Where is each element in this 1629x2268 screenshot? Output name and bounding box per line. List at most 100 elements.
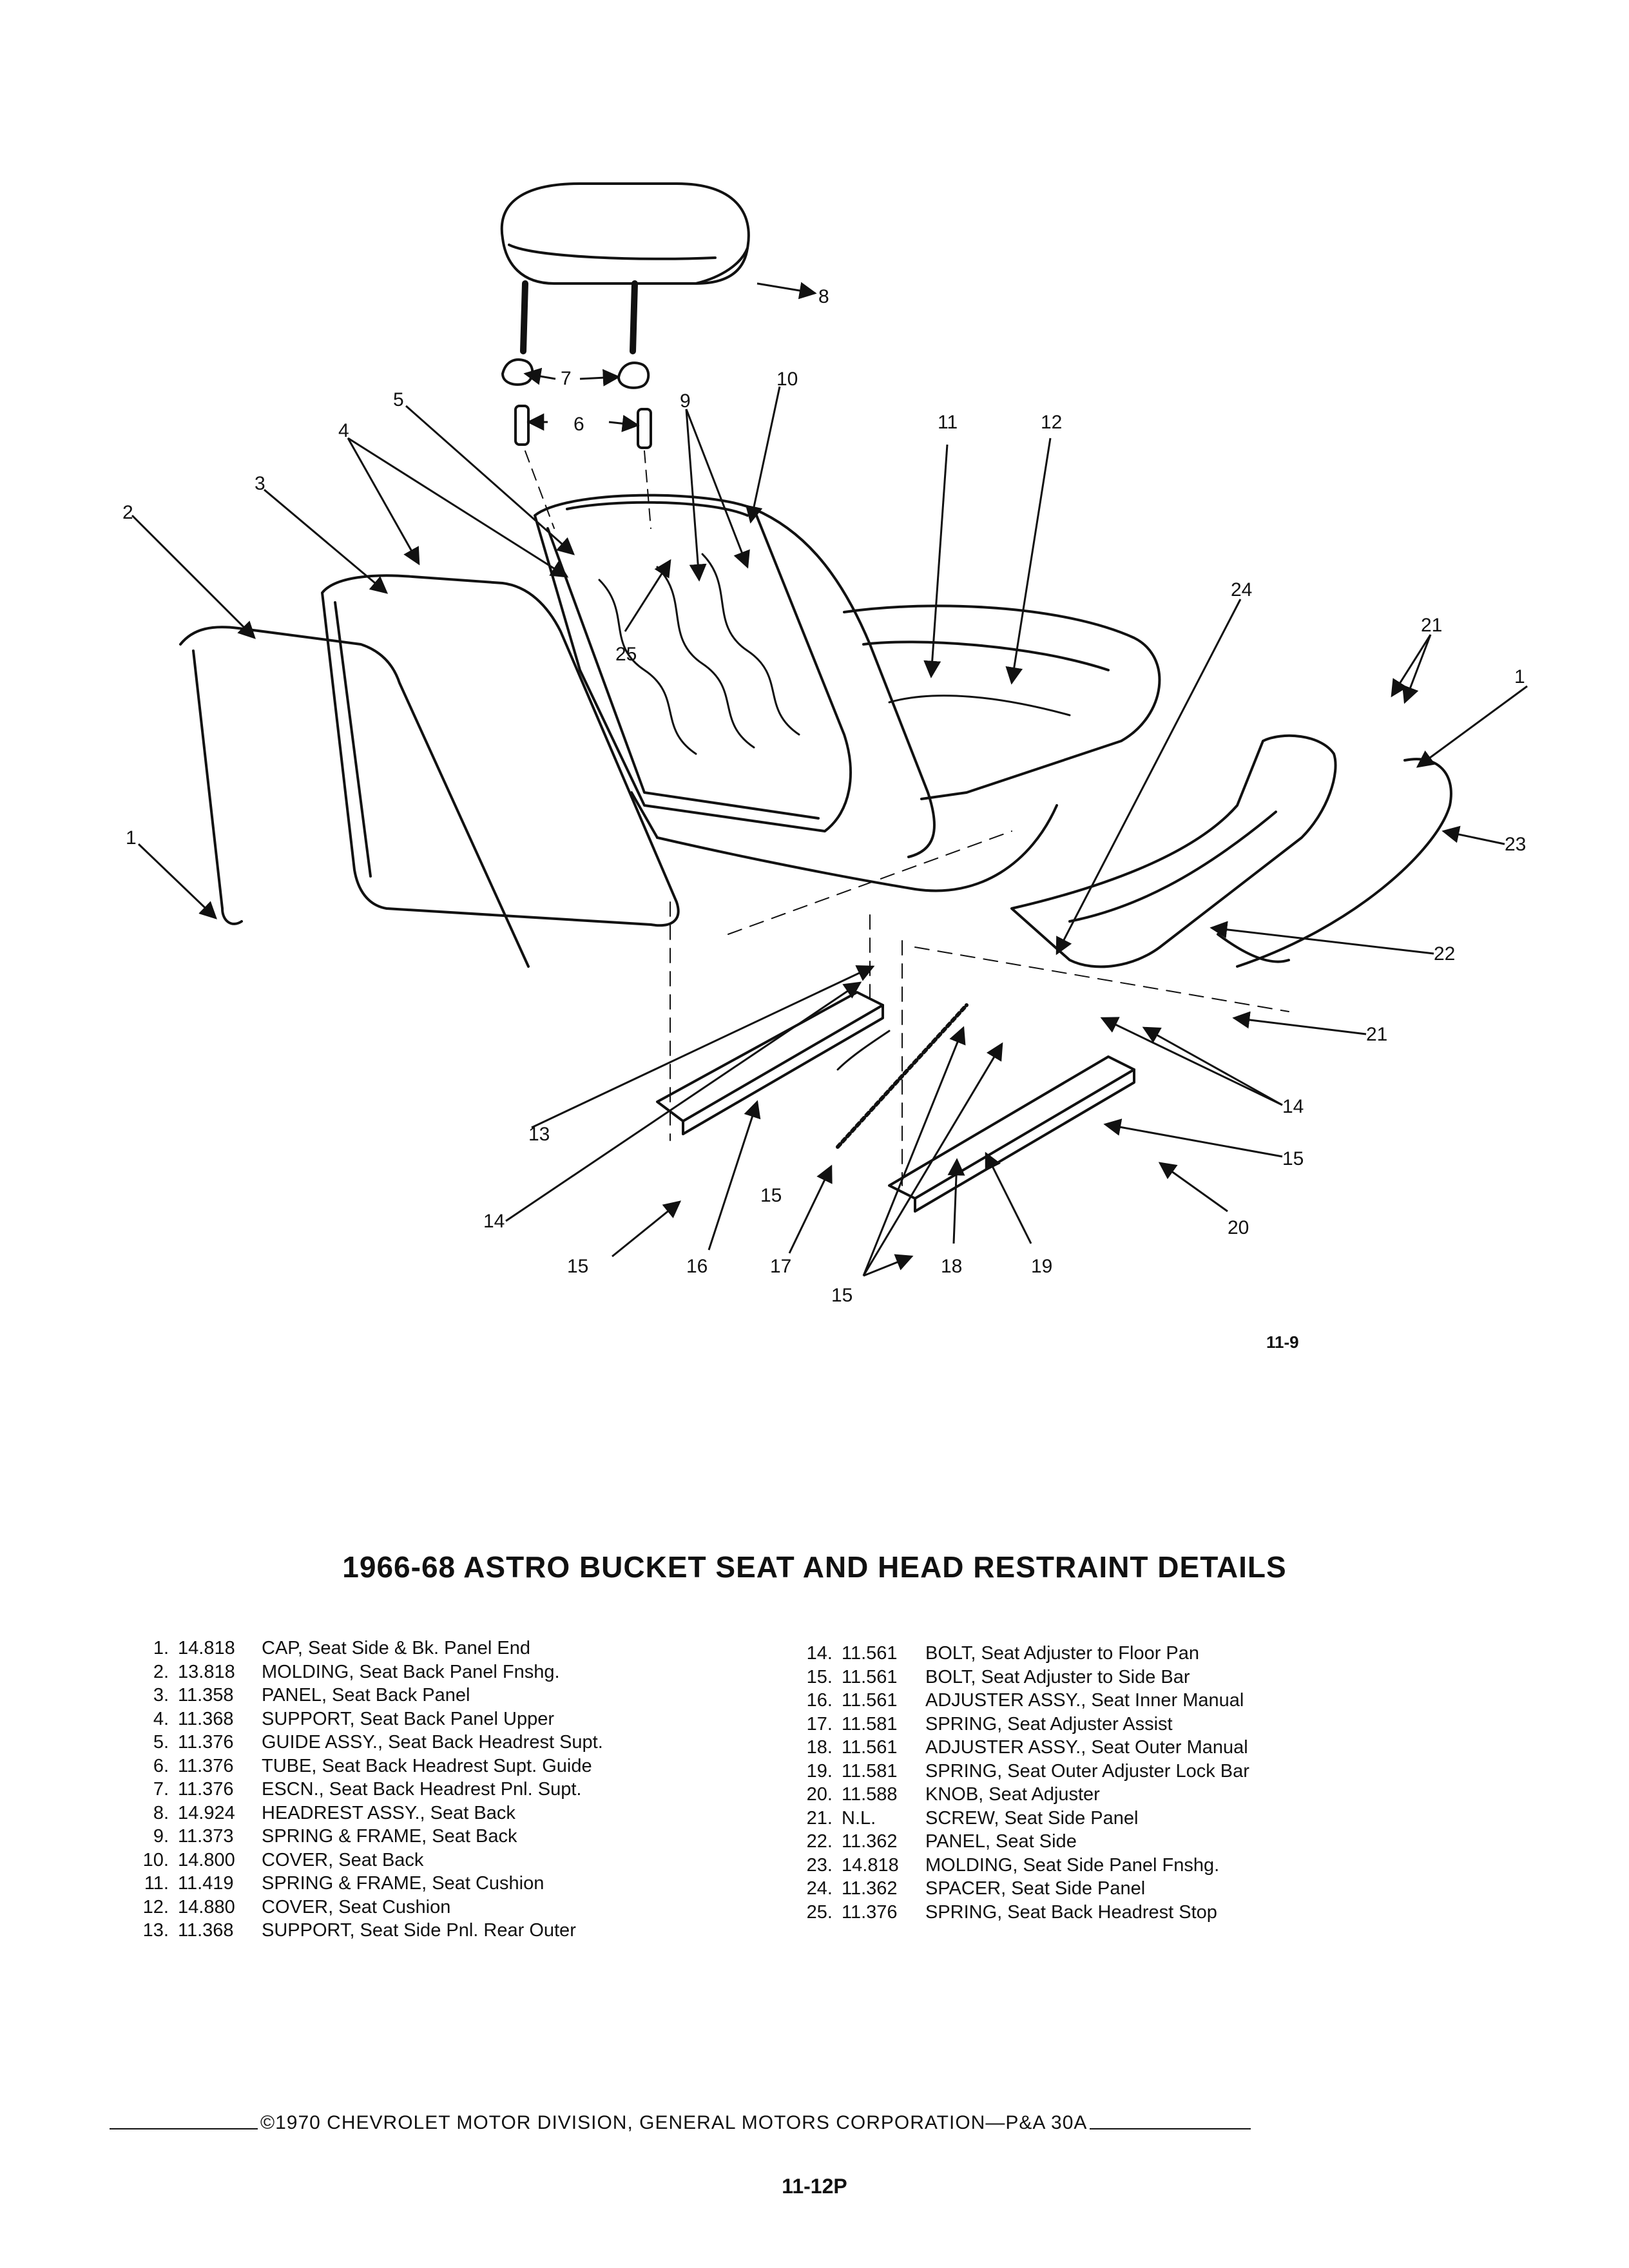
assembly-lines [670, 831, 1289, 1186]
part-description: COVER, Seat Back [262, 1849, 424, 1870]
part-description: SPRING, Seat Outer Adjuster Lock Bar [925, 1760, 1249, 1782]
part-code: 11.376 [178, 1779, 234, 1800]
item-number: 25. [806, 1901, 833, 1923]
side-panel-illustration [1010, 734, 1452, 968]
seat-back-illustration [534, 494, 936, 858]
page-number: 11-12P [782, 2175, 847, 2198]
item-number: 16. [806, 1690, 833, 1711]
item-number: 21. [806, 1807, 833, 1829]
leader-lines [131, 282, 1528, 1277]
item-number: 23. [806, 1854, 833, 1876]
item-number: 11. [144, 1873, 169, 1894]
item-number: 4. [153, 1708, 169, 1729]
part-code: 11.358 [178, 1685, 234, 1706]
part-description: SPACER, Seat Side Panel [925, 1878, 1146, 1899]
part-description: SUPPORT, Seat Back Panel Upper [262, 1708, 555, 1729]
parts-list-item: 15. 11.561 BOLT, Seat Adjuster to Side Bar [799, 1666, 1249, 1689]
callout-11: 11 [938, 412, 958, 433]
part-description: SUPPORT, Seat Side Pnl. Rear Outer [262, 1920, 576, 1941]
part-code: 11.376 [178, 1732, 234, 1753]
parts-list-item: 5. 11.376 GUIDE ASSY., Seat Back Headrest … [129, 1731, 603, 1754]
part-code: 11.362 [842, 1831, 898, 1852]
callout-15-bottom: 15 [831, 1285, 853, 1306]
part-code: 11.561 [842, 1666, 898, 1687]
callout-10: 10 [776, 369, 798, 390]
item-number: 8. [153, 1802, 169, 1823]
callout-20: 20 [1228, 1217, 1249, 1238]
part-description: BOLT, Seat Adjuster to Side Bar [925, 1666, 1190, 1687]
part-description: GUIDE ASSY., Seat Back Headrest Supt. [262, 1732, 603, 1753]
exploded-seat-diagram: 8 7 6 5 4 9 10 11 12 3 2 25 24 21 1 1 23… [122, 182, 1528, 1352]
part-code: 14.818 [842, 1854, 899, 1876]
callout-3: 3 [255, 473, 265, 494]
part-code: 14.818 [178, 1638, 235, 1658]
page-title: 1966-68 ASTRO BUCKET SEAT AND HEAD RESTR… [342, 1550, 1287, 1584]
callout-1-left: 1 [126, 827, 137, 849]
item-number: 9. [153, 1826, 169, 1847]
part-description: HEADREST ASSY., Seat Back [262, 1802, 516, 1823]
callout-4: 4 [338, 420, 349, 441]
callout-23: 23 [1505, 834, 1526, 855]
part-code: 14.924 [178, 1802, 235, 1823]
parts-list-item: 9. 11.373 SPRING & FRAME, Seat Back [129, 1825, 603, 1849]
part-code: 11.368 [178, 1708, 234, 1729]
part-description: SPRING & FRAME, Seat Cushion [262, 1873, 545, 1894]
part-code: 11.362 [842, 1878, 898, 1899]
part-description: TUBE, Seat Back Headrest Supt. Guide [262, 1755, 592, 1776]
callout-15-mid: 15 [760, 1185, 782, 1206]
item-number: 14. [806, 1643, 833, 1664]
copyright-text: ©1970 CHEVROLET MOTOR DIVISION, GENERAL … [260, 2112, 1088, 2133]
part-code: 11.376 [178, 1755, 234, 1776]
parts-list-item: 8. 14.924 HEADREST ASSY., Seat Back [129, 1802, 603, 1825]
callout-13: 13 [528, 1124, 550, 1145]
item-number: 20. [806, 1784, 833, 1805]
item-number: 12. [142, 1896, 169, 1917]
part-description: CAP, Seat Side & Bk. Panel End [262, 1638, 531, 1658]
part-code: 11.376 [842, 1901, 898, 1923]
callout-14-right: 14 [1282, 1096, 1304, 1117]
seat-adjuster-illustration [656, 991, 1135, 1213]
item-number: 3. [153, 1685, 169, 1706]
callout-7: 7 [561, 368, 572, 389]
callout-2: 2 [122, 502, 133, 523]
part-description: MOLDING, Seat Back Panel Fnshg. [262, 1661, 560, 1682]
part-code: 11.561 [842, 1737, 898, 1758]
back-panel-illustration [179, 574, 680, 968]
footer-rule-left [110, 2128, 258, 2129]
item-number: 1. [153, 1638, 169, 1658]
callout-1-right: 1 [1514, 666, 1525, 687]
part-code: 11.373 [178, 1826, 234, 1847]
part-description: SPRING, Seat Adjuster Assist [925, 1713, 1173, 1735]
callout-24: 24 [1231, 579, 1252, 601]
part-code: 11.419 [178, 1873, 234, 1894]
item-number: 10. [142, 1849, 169, 1870]
part-code: 14.800 [178, 1849, 235, 1870]
copyright-footer: ©1970 CHEVROLET MOTOR DIVISION, GENERAL … [110, 2112, 1356, 2134]
part-description: SPRING & FRAME, Seat Back [262, 1826, 517, 1847]
callout-21: 21 [1366, 1024, 1387, 1045]
item-number: 5. [153, 1732, 169, 1753]
parts-list-item: 11. 11.419 SPRING & FRAME, Seat Cushion [129, 1872, 603, 1896]
part-description: PANEL, Seat Side [925, 1831, 1077, 1852]
item-number: 7. [153, 1779, 169, 1800]
part-code: 11.588 [842, 1784, 898, 1805]
callout-19: 19 [1031, 1256, 1052, 1277]
item-number: 19. [806, 1760, 833, 1782]
part-description: SPRING, Seat Back Headrest Stop [925, 1901, 1217, 1923]
item-number: 15. [806, 1666, 833, 1687]
callout-25: 25 [615, 644, 637, 665]
callout-16: 16 [686, 1256, 708, 1277]
figure-code: 11-9 [1266, 1332, 1299, 1352]
